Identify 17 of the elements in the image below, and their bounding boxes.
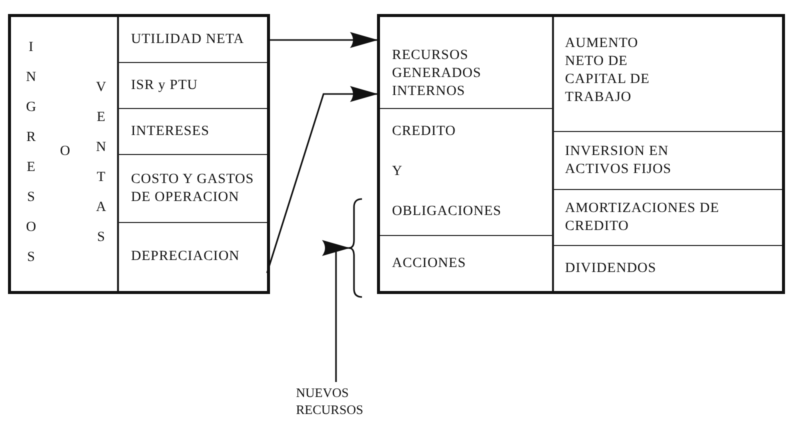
cell-text: INVERSION EN ACTIVOS FIJOS xyxy=(565,142,672,178)
table-section xyxy=(8,14,270,294)
vertical-label: O xyxy=(59,143,71,161)
cell-text: RECURSOS GENERADOS INTERNOS xyxy=(392,47,482,101)
cell-text: CREDITO Y OBLIGACIONES xyxy=(392,123,502,221)
cell-text: COSTO Y GASTOS DE OPERACION xyxy=(131,170,255,206)
node-label: NUEVOS RECURSOS xyxy=(296,384,364,418)
cell-text: DIVIDENDOS xyxy=(565,260,656,278)
cell-text: ISR y PTU xyxy=(131,76,198,94)
cell-text: ACCIONES xyxy=(392,254,466,272)
cell-text: DEPRECIACION xyxy=(131,248,240,266)
cell-text: UTILIDAD NETA xyxy=(131,30,244,48)
cell-text: AUMENTO NETO DE CAPITAL DE TRABAJO xyxy=(565,35,651,107)
vertical-label: VENTAS xyxy=(95,79,107,247)
cell-text: INTERESES xyxy=(131,122,210,140)
cell-text: AMORTIZACIONES DE CREDITO xyxy=(565,200,720,236)
vertical-label: INGRESOS xyxy=(25,39,37,267)
